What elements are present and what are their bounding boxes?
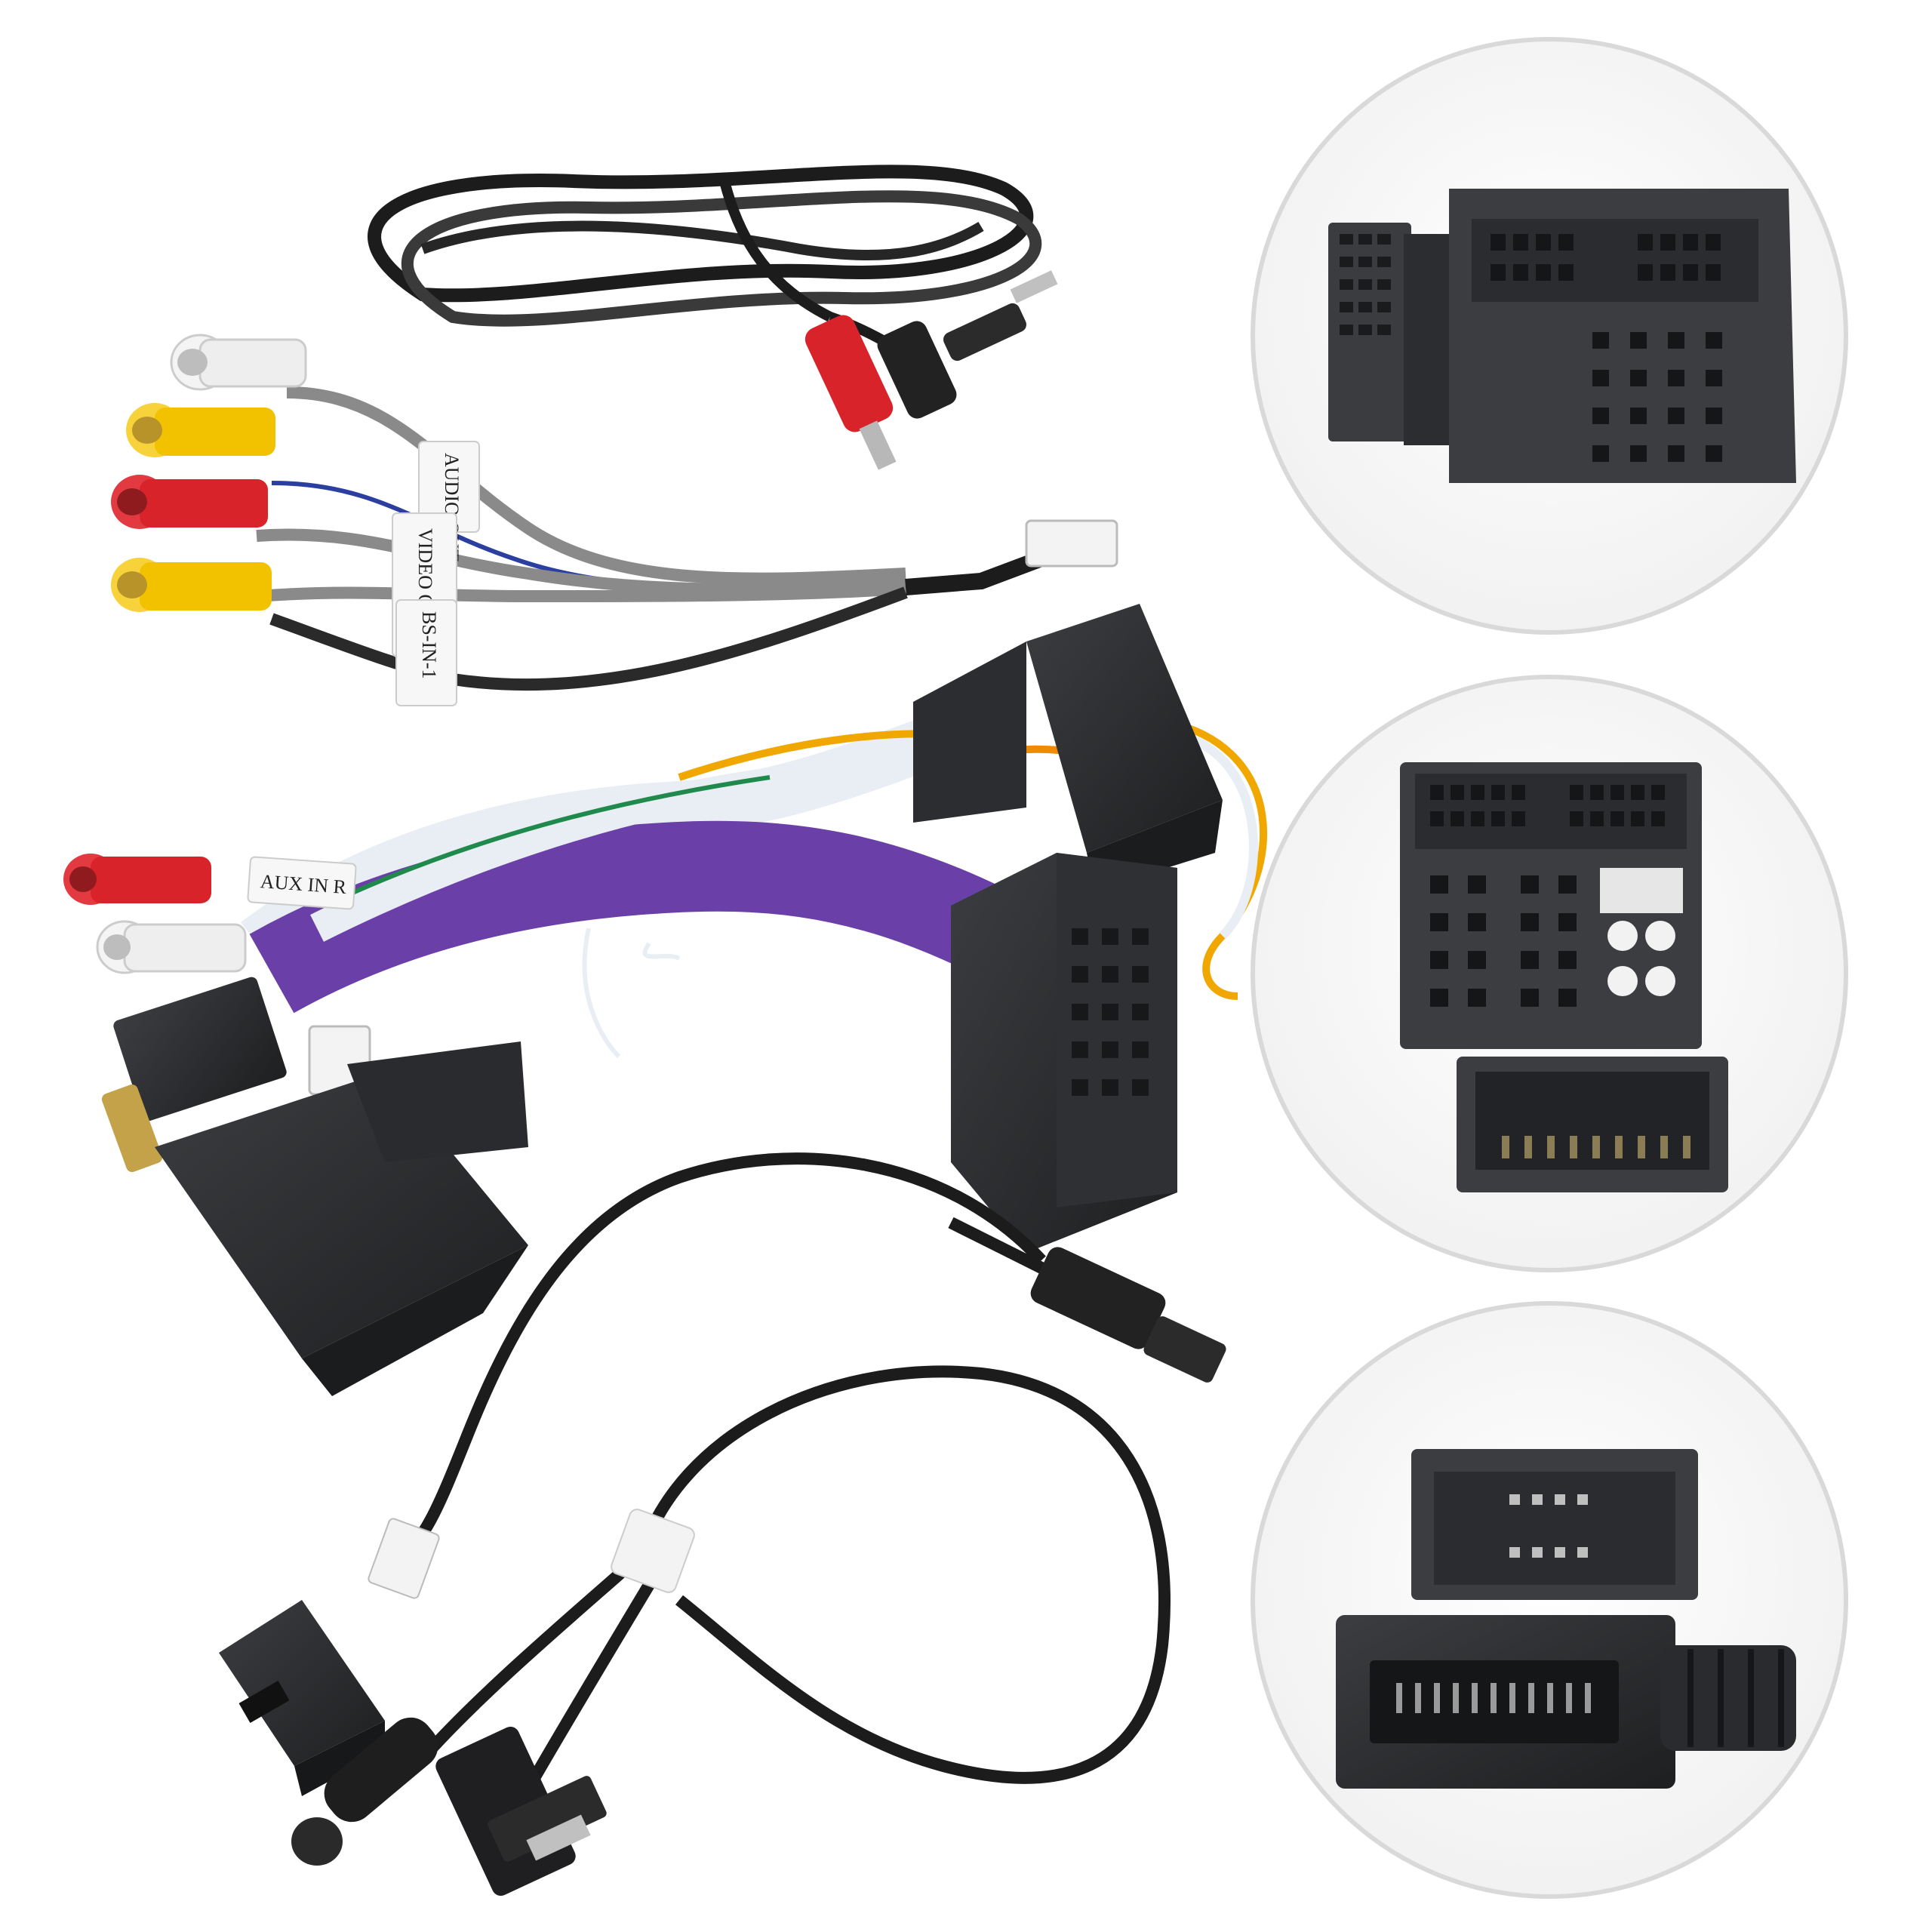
ami-aux-cable	[291, 1365, 1171, 1897]
detail-inset-iso-pair	[1251, 675, 1848, 1272]
camera-connector	[113, 977, 287, 1121]
fakra-connector	[219, 1600, 385, 1796]
quadlock-connector-upper	[913, 604, 1223, 891]
detail-inset-ami	[1251, 1301, 1848, 1899]
usb-adapter-cable	[219, 1152, 1226, 1796]
yellow-rca-plug	[101, 1084, 163, 1172]
main-wiring-harness: AUX IN R	[63, 604, 1268, 1396]
cable-id-label: BS-IN-1	[418, 611, 440, 679]
angled-jack-plug	[877, 270, 1058, 419]
iso-connector-left	[155, 1041, 528, 1396]
detail-inset-quadlock	[1251, 37, 1848, 635]
aux-jack-socket	[291, 1717, 438, 1866]
inline-connector	[1030, 1247, 1226, 1383]
quadlock-connector-lower	[951, 853, 1177, 1253]
rca-breakout-cable: AUDIO OUT VIDEO OUT BS-IN-1	[111, 334, 1118, 706]
ami-plug	[435, 1726, 607, 1897]
audio-extension-cable	[368, 165, 1058, 470]
yellow-rca-socket-2	[111, 558, 272, 612]
white-molex-connector	[1025, 519, 1118, 568]
cable-id-tag: BS-IN-1	[395, 599, 457, 706]
red-rca-socket	[111, 475, 268, 529]
aux-in-r-tag: AUX IN R	[247, 856, 357, 910]
red-rca-aux	[63, 854, 211, 905]
red-rca-plug	[804, 315, 897, 470]
yellow-rca-socket	[126, 403, 275, 457]
white-rca-aux	[96, 920, 247, 974]
white-rca-socket	[170, 334, 307, 391]
